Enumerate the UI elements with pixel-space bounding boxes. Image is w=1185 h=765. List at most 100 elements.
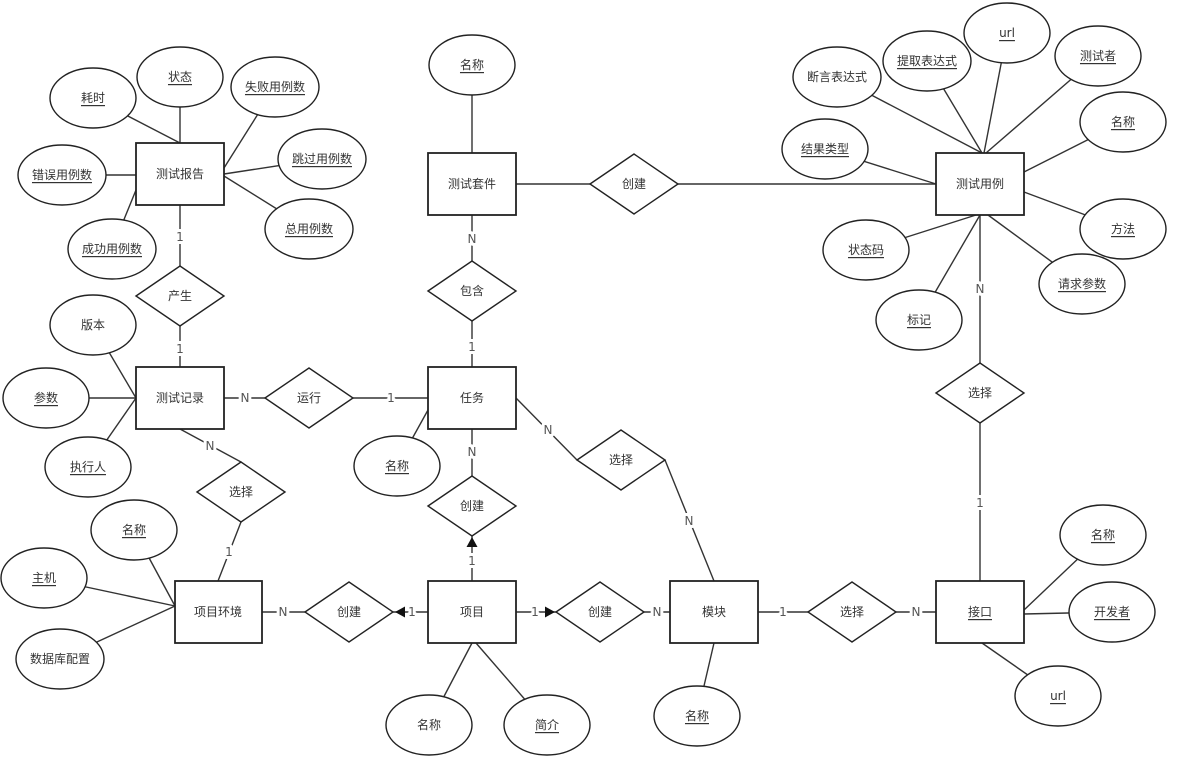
- attribute-label: 结果类型: [801, 142, 849, 156]
- attribute-assert-expression: 断言表达式: [792, 46, 882, 108]
- attribute-status: 状态: [136, 46, 224, 108]
- attribute-label: 名称: [1091, 527, 1115, 542]
- attribute-result-type: 结果类型: [781, 118, 869, 180]
- attribute-task-name: 名称: [353, 435, 441, 497]
- relationship-label: 选择: [840, 605, 864, 619]
- attribute-ellipse: [1079, 198, 1167, 260]
- arrow-left-icon: [395, 606, 405, 618]
- attribute-host: 主机: [0, 547, 88, 609]
- line-select-to-env: [217, 521, 242, 582]
- cardinality-module-select-side: N: [685, 514, 694, 528]
- attribute-ellipse: [822, 219, 910, 281]
- attribute-interface-url: url: [1014, 665, 1102, 727]
- line-record-to-select: [179, 428, 242, 463]
- cardinality-module-create-side: N: [653, 605, 662, 619]
- attribute-ellipse: [17, 144, 107, 206]
- relationship-select-interface-case: 选择: [934, 362, 1026, 424]
- entity-label: 项目环境: [194, 604, 242, 619]
- entity-label: 测试报告: [156, 166, 204, 181]
- attribute-label: 请求参数: [1058, 276, 1106, 291]
- attribute-interface-name: 名称: [1059, 504, 1147, 566]
- attribute-ellipse: [428, 34, 516, 96]
- attribute-ellipse: [230, 56, 320, 118]
- cardinality-report-side: 1: [176, 230, 184, 244]
- relationship-label: 创建: [337, 605, 361, 619]
- entity-box: [135, 366, 225, 430]
- attribute-ellipse: [1054, 25, 1142, 87]
- relationship-diamond: [575, 429, 667, 491]
- attribute-ellipse: [136, 46, 224, 108]
- cardinality-project-module-side: 1: [531, 605, 539, 619]
- attribute-label: 简介: [535, 718, 559, 732]
- entity-box: [427, 580, 517, 644]
- attribute-ellipse: [1059, 504, 1147, 566]
- cardinality-interface-module-side: N: [912, 605, 921, 619]
- cardinality-record-side: 1: [176, 342, 184, 356]
- attribute-failed-count: 失败用例数: [230, 56, 320, 118]
- attribute-duration: 耗时: [49, 67, 137, 129]
- attribute-developer: 开发者: [1068, 581, 1156, 643]
- cardinality-project-env-side: 1: [408, 605, 416, 619]
- attribute-ellipse: [1079, 91, 1167, 153]
- cardinality-module-interface-side: 1: [779, 605, 787, 619]
- attribute-ellipse: [385, 694, 473, 756]
- attribute-skipped-count: 跳过用例数: [277, 128, 367, 190]
- attribute-label: 执行人: [70, 460, 106, 474]
- entity-project: 项目: [427, 580, 517, 644]
- entity-module: 模块: [669, 580, 759, 644]
- relationship-label: 包含: [460, 283, 484, 298]
- relationship-select-record-env: 选择: [195, 461, 287, 523]
- attribute-label: 跳过用例数: [292, 151, 352, 166]
- entity-label: 任务: [460, 390, 484, 405]
- attribute-ellipse: [503, 694, 591, 756]
- entity-box: [669, 580, 759, 644]
- attribute-label: 名称: [685, 708, 709, 723]
- relationship-select-module-interface: 选择: [806, 581, 898, 643]
- cardinality-suite-side: N: [468, 232, 477, 246]
- cardinality-task-run-side: 1: [387, 391, 395, 405]
- attribute-status-code: 状态码: [822, 219, 910, 281]
- attribute-params: 参数: [2, 367, 90, 429]
- relationship-select-task-module: 选择: [575, 429, 667, 491]
- relationship-diamond: [426, 260, 518, 322]
- relationship-produce: 产生: [134, 265, 226, 327]
- arrowheads: [395, 537, 555, 618]
- line-select-to-module: [664, 459, 715, 582]
- attribute-label: 开发者: [1094, 604, 1130, 619]
- attribute-label: url: [1050, 689, 1066, 703]
- relationship-diamond: [806, 581, 898, 643]
- line-task-to-select: [515, 397, 578, 461]
- relationship-run: 运行: [263, 367, 355, 429]
- attribute-executor: 执行人: [44, 436, 132, 498]
- attribute-ellipse: [277, 128, 367, 190]
- attribute-project-intro: 简介: [503, 694, 591, 756]
- relationship-diamond: [934, 362, 1026, 424]
- attribute-label: 参数: [34, 390, 58, 405]
- attribute-ellipse: [1068, 581, 1156, 643]
- entity-box: [135, 142, 225, 206]
- attribute-case-name: 名称: [1079, 91, 1167, 153]
- relationship-contain: 包含: [426, 260, 518, 322]
- attribute-label: 名称: [122, 522, 146, 537]
- attribute-ellipse: [792, 46, 882, 108]
- cardinality-task-contain-side: 1: [468, 340, 476, 354]
- attribute-label: 状态码: [848, 243, 884, 257]
- attribute-label: 名称: [1111, 114, 1135, 129]
- cardinality-labels: 1 1 N 1 N 1 N 1 N 1 N N N 1 1 N 1 N N 1: [173, 227, 987, 622]
- entity-box: [174, 580, 263, 644]
- attribute-ellipse: [882, 30, 972, 92]
- relationship-diamond: [263, 367, 355, 429]
- entity-label: 接口: [968, 604, 992, 619]
- entity-test-suite: 测试套件: [427, 152, 517, 216]
- attribute-ellipse: [0, 547, 88, 609]
- attribute-label: 名称: [417, 717, 441, 732]
- entity-project-env: 项目环境: [174, 580, 263, 644]
- attribute-ellipse: [353, 435, 441, 497]
- entity-label: 测试记录: [156, 390, 204, 405]
- cardinality-record-run-side: N: [241, 391, 250, 405]
- attribute-total-count: 总用例数: [264, 198, 354, 260]
- entity-task: 任务: [427, 366, 517, 430]
- attribute-module-name: 名称: [653, 685, 741, 747]
- attribute-db-config: 数据库配置: [15, 628, 105, 690]
- relationship-label: 选择: [609, 453, 633, 467]
